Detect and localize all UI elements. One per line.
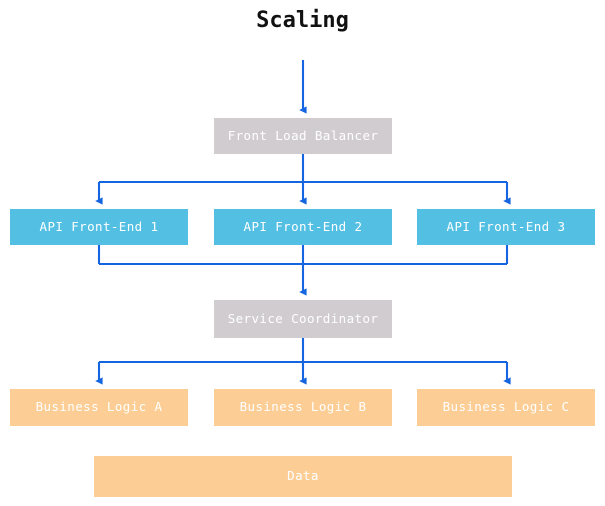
node-data[interactable]: Data: [94, 456, 512, 497]
node-service-coordinator[interactable]: Service Coordinator: [214, 300, 392, 338]
node-api-front-end-1[interactable]: API Front-End 1: [10, 209, 188, 245]
node-front-load-balancer[interactable]: Front Load Balancer: [214, 118, 392, 154]
page-title: Scaling: [256, 8, 349, 33]
node-business-logic-a[interactable]: Business Logic A: [10, 389, 188, 426]
node-label-business-logic-b: Business Logic B: [239, 399, 367, 415]
node-business-logic-c[interactable]: Business Logic C: [417, 389, 595, 426]
node-api-front-end-2[interactable]: API Front-End 2: [214, 209, 392, 245]
node-label-api-front-end-3: API Front-End 3: [446, 218, 566, 234]
node-label-business-logic-c: Business Logic C: [442, 399, 570, 415]
node-business-logic-b[interactable]: Business Logic B: [214, 389, 392, 426]
node-label-business-logic-a: Business Logic A: [35, 399, 163, 415]
node-label-api-front-end-1: API Front-End 1: [39, 218, 159, 234]
node-api-front-end-3[interactable]: API Front-End 3: [417, 209, 595, 245]
node-label-front-load-balancer: Front Load Balancer: [227, 127, 379, 143]
node-label-api-front-end-2: API Front-End 2: [243, 218, 363, 234]
node-label-data: Data: [287, 468, 319, 484]
node-label-service-coordinator: Service Coordinator: [227, 310, 379, 326]
